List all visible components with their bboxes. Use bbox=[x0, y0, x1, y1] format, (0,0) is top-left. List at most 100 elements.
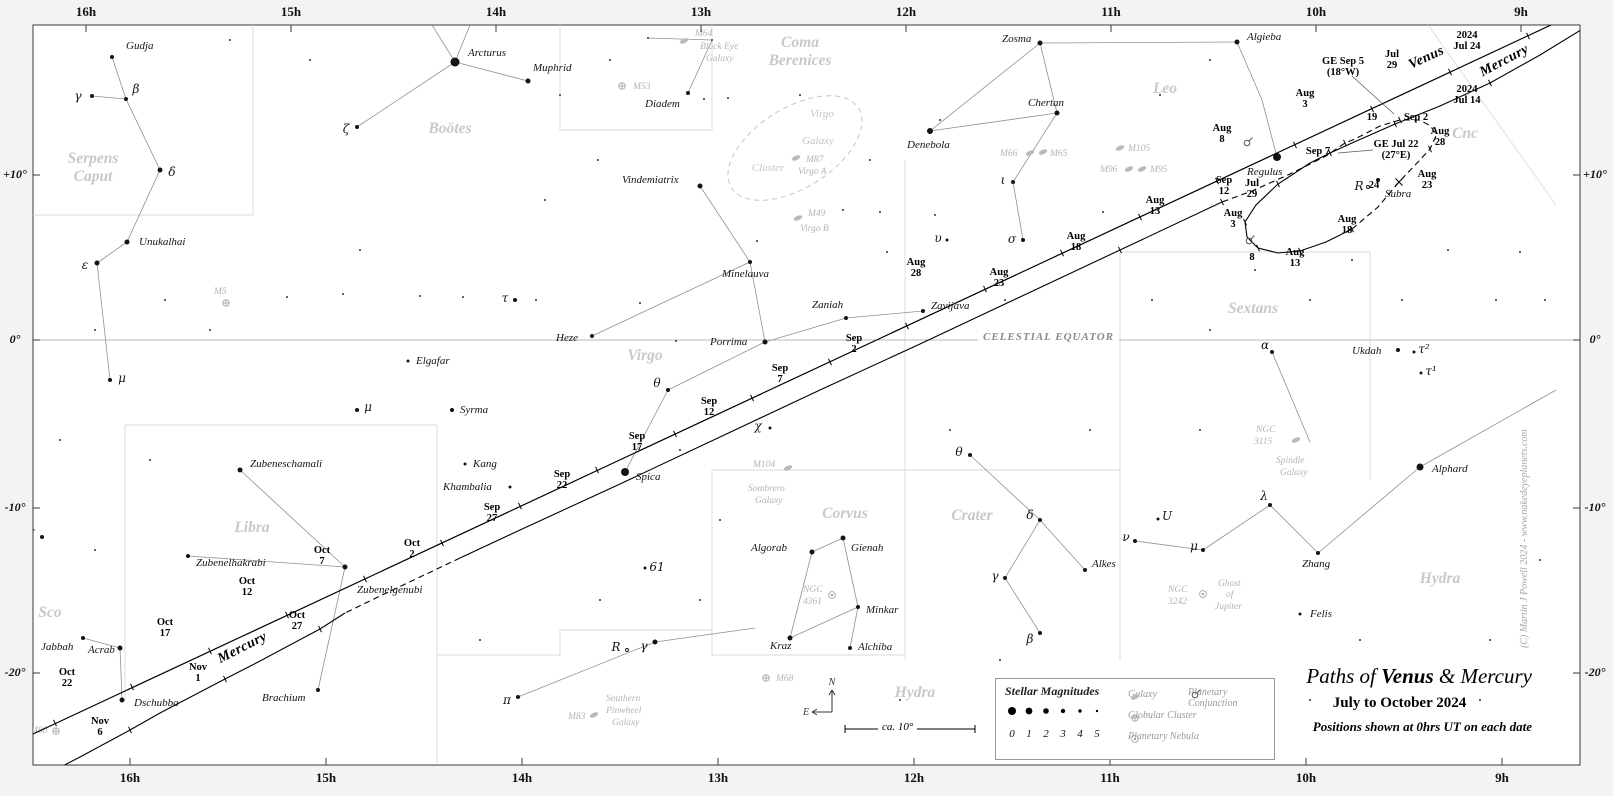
constellation-line bbox=[1202, 504, 1271, 551]
field-star bbox=[934, 214, 936, 216]
dso-label: M105 bbox=[1127, 144, 1150, 154]
legend-item-galaxy: Galaxy bbox=[1128, 689, 1157, 700]
conjunction-cross-icon bbox=[1395, 178, 1403, 186]
mercury-date-tick bbox=[1298, 247, 1302, 255]
field-star bbox=[359, 249, 361, 251]
star-dot bbox=[94, 260, 100, 266]
dso-label: M104 bbox=[752, 460, 775, 470]
dso-label: Sombrero bbox=[748, 484, 785, 494]
dso-label: M53 bbox=[632, 82, 651, 92]
legend-item-label: Globular Cluster bbox=[1128, 710, 1197, 721]
field-star bbox=[799, 94, 801, 96]
dec-label-left: 0° bbox=[9, 332, 21, 346]
dso-label: NGC bbox=[1167, 585, 1188, 595]
dso-label: Spindle bbox=[1276, 456, 1305, 466]
galaxy-icon bbox=[783, 465, 793, 471]
constellation-line bbox=[1271, 351, 1311, 443]
constellation-name: Virgo bbox=[627, 347, 663, 364]
constellation-name: Sco bbox=[38, 604, 62, 621]
field-star bbox=[1089, 429, 1091, 431]
star-label: Zubenelgenubi bbox=[357, 584, 422, 596]
glob-icon bbox=[1131, 714, 1139, 722]
field-star bbox=[1351, 259, 1353, 261]
star-dot bbox=[450, 408, 454, 412]
star-dot bbox=[1037, 40, 1043, 46]
dso-label: Southern bbox=[606, 694, 641, 704]
dec-label-right: +10° bbox=[1583, 167, 1607, 181]
dso-label: M95 bbox=[1149, 165, 1168, 175]
galaxy-icon bbox=[1137, 166, 1147, 172]
star-dot bbox=[686, 91, 690, 95]
field-star bbox=[1447, 249, 1449, 251]
star-label: γ bbox=[991, 569, 999, 583]
star-label: λ bbox=[1259, 489, 1268, 503]
star-dot bbox=[787, 635, 793, 641]
star-dot bbox=[108, 378, 112, 382]
dec-label-right: -20° bbox=[1584, 665, 1606, 679]
star-dot bbox=[697, 183, 703, 189]
field-star bbox=[309, 59, 311, 61]
dec-label-right: -10° bbox=[1584, 500, 1606, 514]
star-dot bbox=[840, 535, 846, 541]
constellation-name: Crater bbox=[951, 507, 993, 524]
planetary-conjunction-icon bbox=[1245, 237, 1253, 245]
dso-label: Galaxy bbox=[612, 718, 640, 728]
greatest-elongation-leader bbox=[1337, 149, 1374, 154]
star-label: μ bbox=[1190, 539, 1198, 553]
magnitude-number: 2 bbox=[1043, 728, 1049, 740]
star-label: Jabbah bbox=[41, 641, 74, 653]
star-dot bbox=[406, 359, 410, 363]
constellation-line bbox=[1419, 389, 1557, 468]
constellation-line bbox=[624, 389, 669, 473]
greatest-elongation-leader bbox=[1351, 75, 1395, 115]
star-dot bbox=[856, 605, 860, 609]
field-star bbox=[1544, 299, 1546, 301]
star-label: θ bbox=[955, 445, 963, 459]
compass-north-arrow bbox=[828, 689, 833, 696]
star-dot bbox=[124, 239, 130, 245]
star-label: Denebola bbox=[906, 139, 950, 151]
star-label: Zubenelhakrabi bbox=[196, 557, 266, 569]
star-dot bbox=[463, 462, 467, 466]
dso-label: M87 bbox=[805, 155, 825, 165]
constellation-line bbox=[654, 627, 756, 643]
star-label: Kang bbox=[472, 458, 497, 470]
chart-frame bbox=[32, 24, 1581, 766]
field-star bbox=[1401, 299, 1403, 301]
star-dot bbox=[516, 695, 520, 699]
venus-date-tick bbox=[208, 647, 212, 655]
mercury-date-tick bbox=[1488, 79, 1492, 87]
venus-date-tick bbox=[285, 611, 289, 619]
star-label: α bbox=[1261, 338, 1269, 352]
star-dot bbox=[157, 167, 163, 173]
star-dot bbox=[1201, 548, 1205, 552]
pneb-icon bbox=[1131, 735, 1139, 743]
compass-east-label: E bbox=[802, 707, 809, 718]
star-label: Minelauva bbox=[721, 268, 770, 280]
legend-item-label: Planetary Nebula bbox=[1128, 731, 1199, 742]
constellation-line bbox=[687, 39, 713, 94]
star-dot bbox=[1273, 153, 1281, 161]
star-dot bbox=[1054, 110, 1060, 116]
mercury-date-tick bbox=[223, 675, 227, 683]
constellation-line bbox=[591, 261, 751, 337]
dso-label: M5 bbox=[213, 287, 227, 297]
field-star bbox=[149, 459, 151, 461]
dec-label-right: 0° bbox=[1589, 332, 1601, 346]
constellation-name: Leo bbox=[1152, 80, 1177, 97]
star-label: Zosma bbox=[1002, 33, 1032, 45]
mercury-path-line bbox=[63, 612, 346, 765]
star-label: Acrab bbox=[87, 644, 115, 656]
star-label: Elgafar bbox=[415, 355, 450, 367]
magnitude-dot bbox=[1043, 708, 1049, 714]
field-star bbox=[699, 599, 701, 601]
venus-date-tick bbox=[1060, 249, 1064, 257]
